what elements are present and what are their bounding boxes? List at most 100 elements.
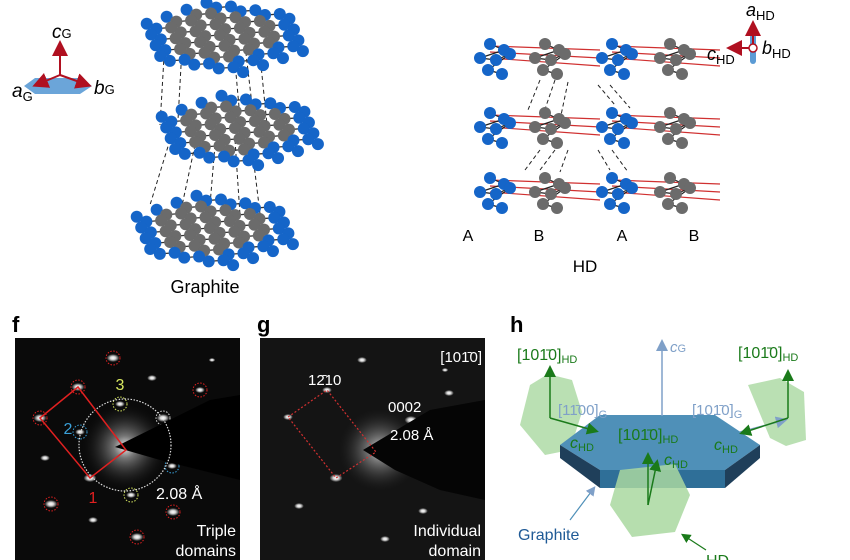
carbon-atom <box>195 200 208 213</box>
carbon-atom <box>490 54 502 66</box>
carbon-atom <box>262 147 275 160</box>
carbon-atom <box>193 250 206 263</box>
svg-text:[101̄0]HD: [101̄0]HD <box>618 427 678 446</box>
carbon-atom <box>229 122 241 134</box>
carbon-atom <box>684 48 696 60</box>
carbon-atom <box>311 138 324 151</box>
diffraction-spot <box>329 474 343 482</box>
svg-text:aHD: aHD <box>746 0 775 23</box>
carbon-atom <box>606 172 618 184</box>
carbon-atom <box>150 203 163 216</box>
carbon-atom <box>504 117 516 129</box>
carbon-atom <box>529 186 541 198</box>
carbon-atom <box>139 232 152 245</box>
carbon-atom <box>188 58 201 71</box>
carbon-atom <box>612 188 624 200</box>
svg-text:[101̄0]HD: [101̄0]HD <box>738 345 798 364</box>
carbon-atom <box>219 204 232 217</box>
carbon-atom <box>224 0 237 13</box>
carbon-atom <box>247 252 260 265</box>
carbon-atom <box>676 68 688 80</box>
carbon-atom <box>537 64 549 76</box>
carbon-atom <box>227 155 240 168</box>
carbon-atom <box>559 182 571 194</box>
svg-text:2.08 Å: 2.08 Å <box>390 427 433 444</box>
carbon-atom <box>496 137 508 149</box>
carbon-atom <box>604 64 616 76</box>
carbon-atom <box>208 232 221 245</box>
carbon-atom <box>664 38 676 50</box>
carbon-atom <box>218 150 231 163</box>
carbon-atom <box>209 18 222 31</box>
carbon-atom <box>237 247 250 260</box>
carbon-atom <box>264 97 277 110</box>
diffraction-spot <box>130 533 144 541</box>
carbon-atom <box>233 132 246 145</box>
carbon-atom <box>164 236 177 249</box>
carbon-atom <box>195 96 208 109</box>
carbon-atom <box>202 255 215 268</box>
carbon-atom <box>545 123 557 135</box>
carbon-atom <box>224 111 237 124</box>
carbon-atom <box>204 222 216 234</box>
carbon-atom <box>178 147 191 160</box>
carbon-atom <box>626 48 638 60</box>
carbon-atom <box>253 14 266 27</box>
carbon-atom <box>239 93 252 106</box>
panel-f-label: f <box>12 312 20 337</box>
carbon-atom <box>220 100 233 113</box>
carbon-atom <box>165 21 178 34</box>
carbon-atom <box>654 121 666 133</box>
diffraction-spot <box>441 368 449 372</box>
carbon-atom <box>257 136 270 149</box>
graphene-layer <box>155 89 324 172</box>
diffraction-pattern-triple: 3 2 1 2.08 Å Triple domains <box>15 338 240 560</box>
svg-text:Individual: Individual <box>413 523 481 540</box>
carbon-atom <box>228 225 241 238</box>
carbon-atom <box>252 229 265 242</box>
graphite-axes: cG aG bG <box>12 22 115 104</box>
carbon-atom <box>178 251 191 264</box>
carbon-atom <box>596 52 608 64</box>
carbon-atom <box>252 159 265 172</box>
orientation-schematic: cG [101̄0]HD [101̄0]HD [11̄00]G [101̄0]G… <box>517 339 806 560</box>
carbon-atom <box>484 172 496 184</box>
carbon-atom <box>670 54 682 66</box>
carbon-atom <box>272 222 285 235</box>
carbon-atom <box>178 53 191 66</box>
carbon-atom <box>212 62 225 75</box>
carbon-atom <box>490 123 502 135</box>
carbon-atom <box>204 118 217 131</box>
carbon-atom <box>184 125 197 138</box>
carbon-atom <box>596 121 608 133</box>
carbon-atom <box>496 202 508 214</box>
svg-text:cHD: cHD <box>714 437 738 456</box>
carbon-atom <box>189 25 202 38</box>
panel-g-label: g <box>257 312 270 337</box>
carbon-atom <box>604 133 616 145</box>
diffraction-spot <box>126 492 136 498</box>
carbon-atom <box>262 36 275 49</box>
carbon-atom <box>233 21 246 34</box>
carbon-atom <box>273 118 286 131</box>
panel-h-label: h <box>510 312 523 337</box>
carbon-atom <box>272 152 285 165</box>
carbon-atom <box>482 64 494 76</box>
carbon-atom <box>504 48 516 60</box>
hd-layer <box>474 38 721 80</box>
carbon-atom <box>277 233 290 246</box>
hd-axes: aHD bHD cHD <box>707 0 791 67</box>
carbon-atom <box>490 188 502 200</box>
carbon-atom <box>606 107 618 119</box>
carbon-atom <box>169 32 182 45</box>
carbon-atom <box>209 129 222 142</box>
svg-text:cG: cG <box>670 339 686 356</box>
carbon-atom <box>559 48 571 60</box>
axis-a-label: a <box>12 81 23 102</box>
carbon-atom <box>257 240 270 253</box>
diffraction-spot <box>166 508 180 516</box>
carbon-atom <box>189 136 202 149</box>
carbon-atom <box>670 123 682 135</box>
carbon-atom <box>273 7 286 20</box>
carbon-atom <box>626 117 638 129</box>
